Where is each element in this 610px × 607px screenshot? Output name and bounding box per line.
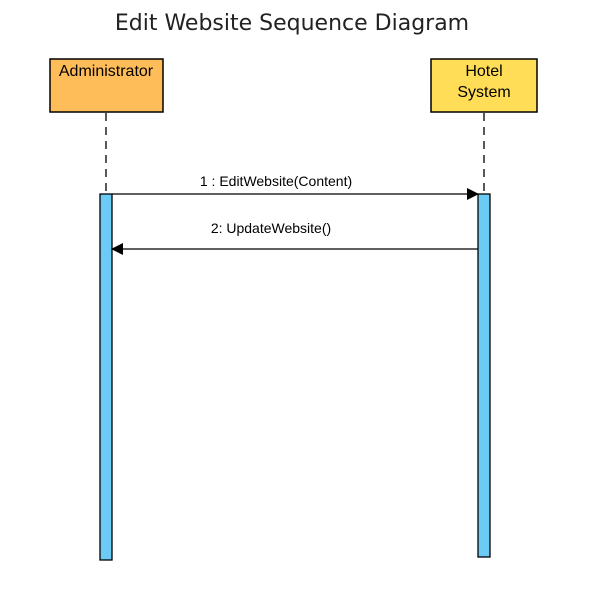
hotel-system-label-line1: Hotel bbox=[465, 63, 502, 80]
hotel-system-actor: Hotel System bbox=[430, 58, 538, 113]
message-2: 2: UpdateWebsite() bbox=[111, 220, 478, 255]
message-2-label: 2: UpdateWebsite() bbox=[211, 220, 331, 236]
diagram-title: Edit Website Sequence Diagram bbox=[115, 11, 469, 36]
message-1: 1 : EditWebsite(Content) bbox=[112, 173, 479, 200]
administrator-actor: Administrator bbox=[49, 58, 164, 113]
hotel-system-activation-bar bbox=[477, 193, 491, 558]
administrator-label: Administrator bbox=[59, 63, 154, 80]
administrator-activation-bar bbox=[99, 193, 113, 561]
administrator-box bbox=[49, 58, 164, 113]
hotel-system-box bbox=[430, 58, 538, 113]
message-1-label: 1 : EditWebsite(Content) bbox=[200, 173, 352, 189]
hotel-system-label-line2: System bbox=[457, 84, 510, 101]
